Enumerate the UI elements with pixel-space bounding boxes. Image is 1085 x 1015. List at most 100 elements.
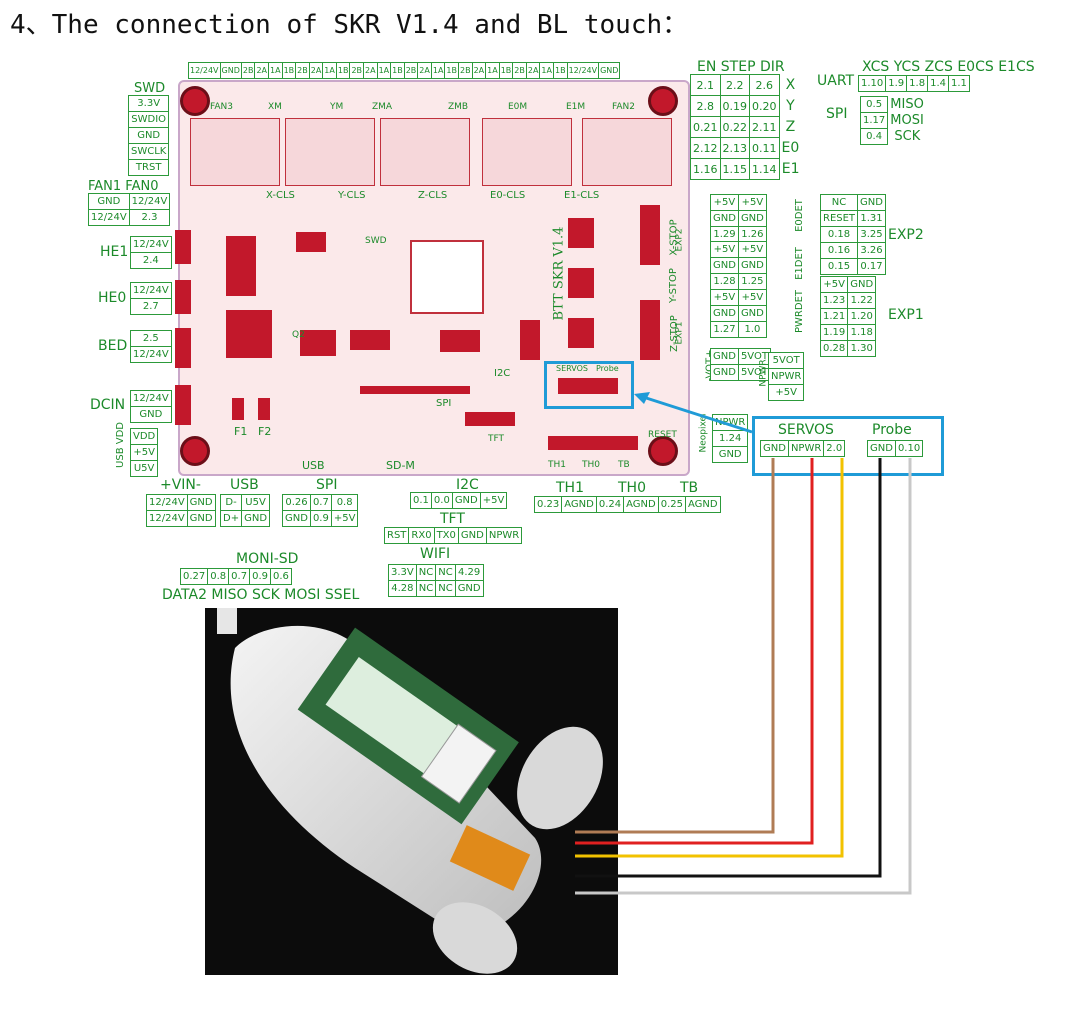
endstop-label: Z-CLS xyxy=(418,190,448,201)
usb-label: USB xyxy=(230,477,259,493)
wire-white xyxy=(575,458,912,895)
usb-vdd-label: USB VDD xyxy=(114,422,126,468)
top-header-pin: 1B xyxy=(390,62,405,79)
silk-f1: F1 xyxy=(234,425,248,438)
fan-motor-label: ZMA xyxy=(372,102,393,112)
component xyxy=(296,232,326,252)
spi-bottom-label: SPI xyxy=(316,477,338,493)
top-header-pin: 1A xyxy=(376,62,392,79)
top-header-pin: 2A xyxy=(363,62,378,79)
top-header-pin: 2A xyxy=(308,62,324,79)
th0-label: TH0 xyxy=(618,480,646,496)
tb-label: TB xyxy=(680,480,699,496)
exp2-label: EXP2 xyxy=(888,227,924,243)
top-header-pin: 1B xyxy=(498,62,514,79)
fan-motor-label: ZMB xyxy=(448,102,469,112)
jst-connector xyxy=(420,723,497,804)
terminal xyxy=(175,385,191,425)
motor-pin: 2.12 xyxy=(690,137,721,159)
swd-title: SWD xyxy=(134,81,166,96)
mcu-chip xyxy=(410,240,484,314)
motor-pin: 2.11 xyxy=(749,116,780,138)
y-stop-label: Y-STOP xyxy=(667,268,679,303)
exp2-header xyxy=(640,205,660,265)
endstop-label: E1-CLS xyxy=(564,190,600,201)
probe-pin xyxy=(217,608,237,634)
mount-hole xyxy=(180,86,210,116)
top-header-pin: 12/24V xyxy=(566,62,600,79)
top-header-pin: 1A xyxy=(485,62,500,79)
silk-swd: SWD xyxy=(365,236,387,246)
driver-z xyxy=(380,118,470,186)
silk-th1: TH1 xyxy=(548,460,566,470)
motor-pin: 1.15 xyxy=(719,158,750,180)
mount-hole xyxy=(648,436,678,466)
motor-pin: 2.13 xyxy=(719,137,750,159)
silk-i2c: I2C xyxy=(494,368,511,379)
motor-pin: 2.8 xyxy=(690,95,721,117)
fan-motor-label: YM xyxy=(330,102,344,112)
top-header-pin: 1B xyxy=(281,62,297,79)
th1-label: TH1 xyxy=(556,480,584,496)
tft-label: TFT xyxy=(440,511,465,527)
driver-x xyxy=(190,118,280,186)
mount-ear xyxy=(432,902,518,974)
terminal xyxy=(175,280,191,314)
fan-motor-label: XM xyxy=(268,102,282,112)
usb-pins: D-U5V D+GND xyxy=(219,494,271,527)
exp1-label: EXP1 xyxy=(888,307,924,323)
motor-pin: 0.19 xyxy=(719,95,750,117)
motor-pin: 2.6 xyxy=(749,74,780,96)
callout-servos-label: SERVOS xyxy=(778,422,834,438)
motor-pin: 0.22 xyxy=(719,116,750,138)
he1-label: HE1 xyxy=(100,244,129,260)
top-header-pin: 2B xyxy=(349,62,365,79)
servo-probe-highlight xyxy=(544,361,634,409)
fan-motor-label: E0M xyxy=(508,102,528,112)
top-header-pin: GND xyxy=(219,62,242,79)
uart-label: UART xyxy=(817,73,855,89)
silk-usb: USB xyxy=(302,459,325,472)
exp1-header xyxy=(640,300,660,360)
top-header-pin: 1A xyxy=(430,62,446,79)
component xyxy=(440,330,480,352)
page-title: 4、The connection of SKR V1.4 and BL touc… xyxy=(10,10,689,40)
servo-probe-conn xyxy=(558,378,618,394)
motor-pin: 2.2 xyxy=(719,74,750,96)
endstop-label: X-CLS xyxy=(266,190,295,201)
motor-pin: 2.1 xyxy=(690,74,721,96)
motor-axis-label: E1 xyxy=(779,158,802,180)
component xyxy=(300,330,336,356)
motor-pin: 1.14 xyxy=(749,158,780,180)
e0det-label: E0DET xyxy=(793,199,805,232)
uart-header: XCS YCS ZCS E0CS E1CS xyxy=(862,59,1035,75)
motor-pin: 0.11 xyxy=(749,137,780,159)
silk-reset: RESET xyxy=(648,430,677,440)
top-header-pin: 1B xyxy=(335,62,351,79)
mosfet xyxy=(226,236,256,296)
motor-axis-label: X xyxy=(779,74,802,96)
top-header-pin: 2A xyxy=(525,62,541,79)
fan-motor-label: FAN3 xyxy=(210,102,233,112)
dcin-label: DCIN xyxy=(90,397,126,413)
silk-servos: SERVOS xyxy=(556,364,588,373)
bltouch-illustration xyxy=(217,608,603,974)
he0-label: HE0 xyxy=(98,290,127,306)
top-header-pin: 1A xyxy=(539,62,554,79)
motor-axis-label: Y xyxy=(779,95,802,117)
